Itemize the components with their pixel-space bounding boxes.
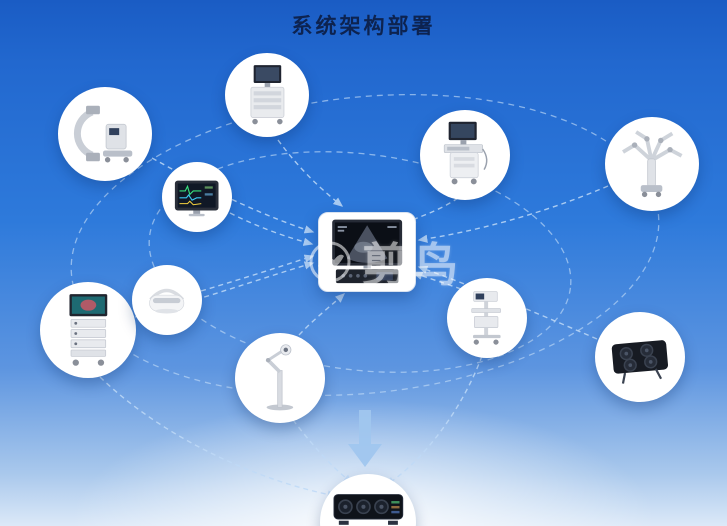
endoscopy-tower-icon: [69, 293, 107, 366]
central-console-icon: [332, 219, 402, 284]
node-endoscopy-tower: [40, 282, 136, 378]
vr-headset-icon: [149, 289, 185, 314]
node-equipment-cart: [447, 278, 527, 358]
equipment-cart-icon: [471, 291, 502, 345]
c-arm-xray-icon: [74, 106, 133, 163]
surgical-robot-icon: [622, 130, 683, 198]
ultrasound-cart-icon: [443, 121, 488, 185]
node-quad-light-panel: [595, 312, 685, 402]
node-central-console: [318, 212, 416, 292]
quad-light-panel-icon: [611, 340, 669, 384]
node-monitor-cart: [225, 53, 309, 137]
node-surgical-robot: [605, 117, 699, 211]
node-c-arm-xray: [58, 87, 152, 181]
patient-monitor-icon: [175, 180, 219, 217]
page-title: 系统架构部署: [291, 15, 436, 38]
server-rack-icon: [333, 493, 403, 525]
node-patient-monitor: [162, 162, 232, 232]
surgical-light-stand-icon: [265, 344, 294, 411]
node-server-rack: [320, 474, 416, 526]
node-ultrasound-cart: [420, 110, 510, 200]
monitor-cart-icon: [250, 64, 284, 124]
node-surgical-light-stand: [235, 333, 325, 423]
node-vr-headset: [132, 265, 202, 335]
down-arrow-icon: [348, 410, 382, 467]
